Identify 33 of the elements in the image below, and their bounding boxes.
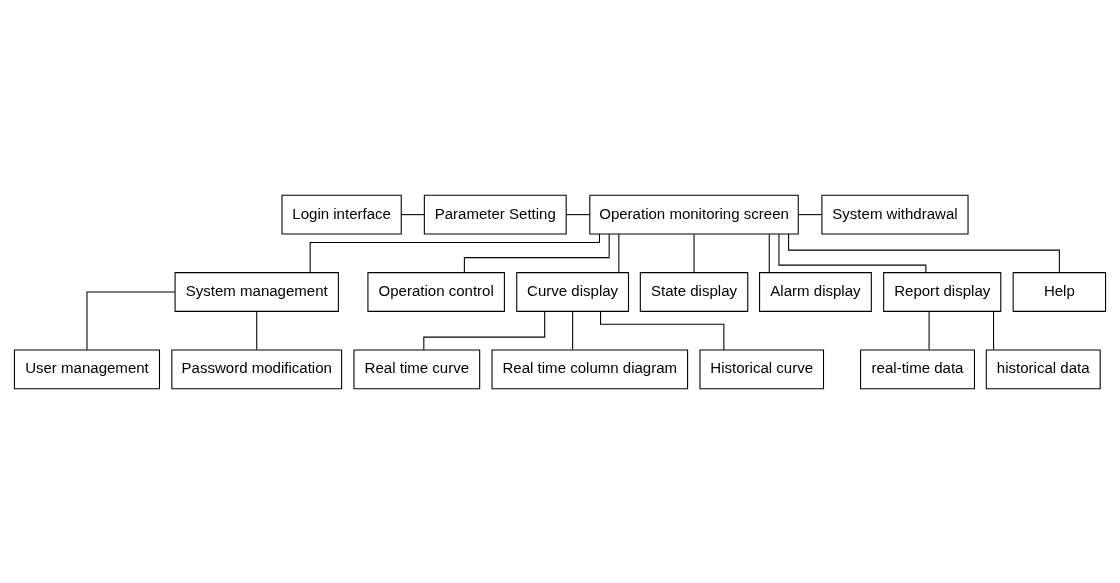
connector bbox=[565, 213, 591, 215]
connector bbox=[778, 233, 927, 273]
node-box: Login interface bbox=[281, 194, 402, 234]
connector bbox=[572, 310, 574, 350]
connector bbox=[788, 233, 1060, 273]
node-box: Alarm display bbox=[759, 271, 872, 312]
node-box: Historical curve bbox=[699, 349, 825, 389]
connector bbox=[400, 213, 425, 215]
connector bbox=[86, 290, 176, 350]
node-box: Parameter Setting bbox=[423, 194, 567, 234]
node-box: Help bbox=[1012, 271, 1107, 312]
connector bbox=[768, 233, 770, 273]
node-box: Operation control bbox=[367, 271, 505, 312]
node-box: Password modification bbox=[171, 349, 343, 389]
node-box: Curve display bbox=[516, 271, 630, 312]
connector bbox=[993, 310, 995, 350]
connector bbox=[693, 233, 695, 273]
node-box: Report display bbox=[883, 271, 1002, 312]
node-box: historical data bbox=[985, 349, 1101, 389]
node-box: User management bbox=[13, 349, 161, 389]
node-box: Operation monitoring screen bbox=[589, 194, 799, 234]
connector bbox=[463, 233, 610, 273]
node-box: Real time column diagram bbox=[491, 349, 689, 389]
node-box: System withdrawal bbox=[821, 194, 969, 234]
connector bbox=[618, 233, 620, 273]
node-box: Real time curve bbox=[353, 349, 481, 389]
node-box: real-time data bbox=[860, 349, 975, 389]
connector bbox=[797, 213, 823, 215]
connector bbox=[256, 310, 258, 350]
connector bbox=[309, 233, 601, 273]
connector bbox=[928, 310, 930, 350]
node-box: System management bbox=[174, 271, 339, 312]
node-box: State display bbox=[639, 271, 749, 312]
